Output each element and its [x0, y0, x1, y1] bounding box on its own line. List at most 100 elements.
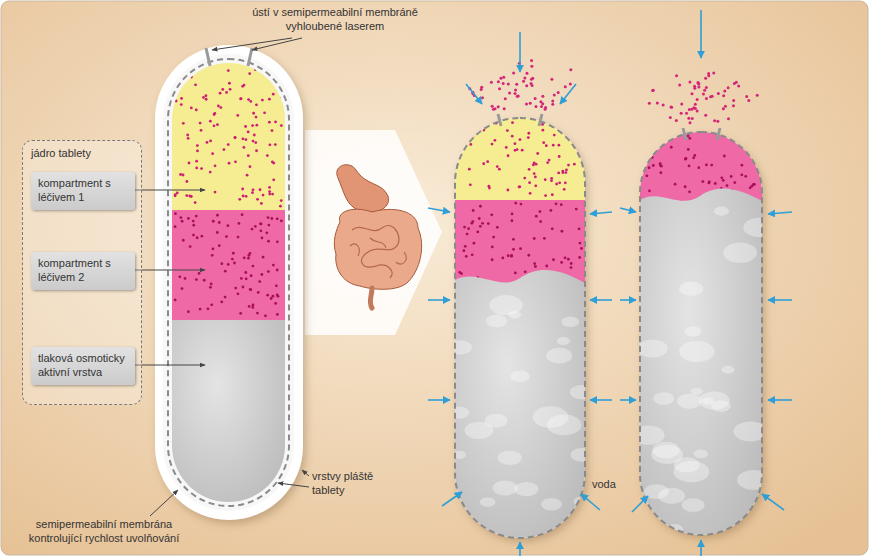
drug-particle: [476, 124, 479, 127]
drug-particle: [553, 134, 556, 137]
released-particle: [656, 102, 659, 105]
drug-particle: [533, 237, 536, 240]
swelling-texture: [533, 406, 569, 427]
released-particle: [669, 116, 672, 119]
water-arrow: [700, 540, 702, 556]
drug-particle: [256, 312, 259, 315]
drug-particle: [471, 253, 474, 256]
drug-particle: [198, 272, 201, 275]
drug-particle: [276, 293, 279, 296]
drug-particle: [179, 216, 182, 219]
released-particle: [702, 93, 705, 96]
swelling-texture: [640, 426, 665, 445]
released-particle: [723, 90, 726, 93]
drug-particle: [670, 146, 673, 149]
drug-particle: [541, 129, 544, 132]
swelling-texture: [486, 314, 508, 327]
drug-particle: [723, 155, 726, 158]
drug-particle: [505, 146, 508, 149]
drug-particle: [213, 124, 216, 127]
drug-particle: [726, 184, 729, 187]
released-particle: [525, 84, 528, 87]
drug-particle: [200, 167, 203, 170]
released-particle: [756, 94, 759, 97]
drug-particle: [274, 302, 277, 305]
drug-particle: [578, 227, 581, 230]
drug-particle: [272, 178, 275, 181]
released-particle: [557, 91, 560, 94]
drug-particle: [561, 171, 564, 174]
drug-particle: [693, 154, 696, 157]
drug-particle: [252, 265, 255, 268]
drug-particle: [271, 193, 274, 196]
drug-particle: [228, 162, 231, 165]
drug-particle: [262, 194, 265, 197]
drug-particle: [187, 137, 190, 140]
drug-particle: [180, 103, 183, 106]
drug-particle: [178, 275, 181, 278]
released-particle: [515, 83, 518, 86]
drug-particle: [239, 312, 242, 315]
drug-particle: [271, 129, 274, 132]
drug-particle: [224, 270, 227, 273]
drug-particle: [521, 149, 524, 152]
drug-particle: [544, 194, 547, 197]
drug-particle: [557, 144, 560, 147]
drug-particle: [555, 202, 558, 205]
released-particle: [481, 96, 484, 99]
released-particle: [693, 85, 696, 88]
drug-particle: [541, 123, 544, 126]
drug-particle: [196, 236, 199, 239]
drug-particle: [249, 252, 252, 255]
drug-particle: [534, 184, 537, 187]
semipermeable-membrane: [455, 118, 585, 538]
drug-particle: [195, 167, 198, 170]
drug-particle: [548, 159, 551, 162]
swelling-texture: [693, 449, 708, 458]
drug-particle: [665, 136, 668, 139]
drug-particle: [580, 122, 583, 125]
laser-orifice: [206, 48, 210, 66]
laser-orifice: [683, 128, 686, 140]
drug-particle: [267, 216, 270, 219]
drug-particle: [280, 219, 283, 222]
drug-particle: [535, 163, 538, 166]
swelling-texture: [640, 339, 668, 357]
swelling-texture: [691, 388, 703, 395]
drug-particle: [202, 96, 205, 99]
drug-particle: [518, 185, 521, 188]
drug-particle: [575, 208, 578, 211]
drug-particle: [270, 217, 273, 220]
group-box: jádro tabletykompartment s léčivem 1komp…: [22, 140, 142, 405]
drug-particle: [276, 269, 279, 272]
drug-particle: [200, 129, 203, 132]
drug-particle: [227, 263, 230, 266]
released-particle: [517, 94, 520, 97]
gut-illustration: [334, 165, 421, 308]
drug-particle: [722, 179, 725, 182]
drug-particle: [750, 185, 753, 188]
released-particle: [735, 81, 738, 84]
laser-orifice: [248, 48, 252, 66]
swelling-texture: [682, 498, 705, 512]
drug-particle: [534, 265, 537, 268]
leader-line: [212, 38, 292, 50]
released-particle: [691, 92, 694, 95]
drug-particle: [524, 270, 527, 273]
drug-particle: [244, 138, 247, 141]
drug-particle: [501, 257, 504, 260]
swelling-texture: [557, 337, 570, 345]
drug-particle: [567, 164, 570, 167]
drug-particle: [539, 210, 542, 213]
drug-particle: [270, 297, 273, 300]
drug-particle: [533, 172, 536, 175]
drug-particle: [209, 171, 212, 174]
released-particle: [569, 68, 572, 71]
swelling-texture: [570, 385, 585, 399]
drug-particle: [657, 142, 660, 145]
water-arrow: [428, 208, 450, 212]
drug-particle: [688, 190, 691, 193]
drug-particle: [240, 97, 243, 100]
drug-particle: [174, 225, 177, 228]
drug-particle: [741, 164, 744, 167]
